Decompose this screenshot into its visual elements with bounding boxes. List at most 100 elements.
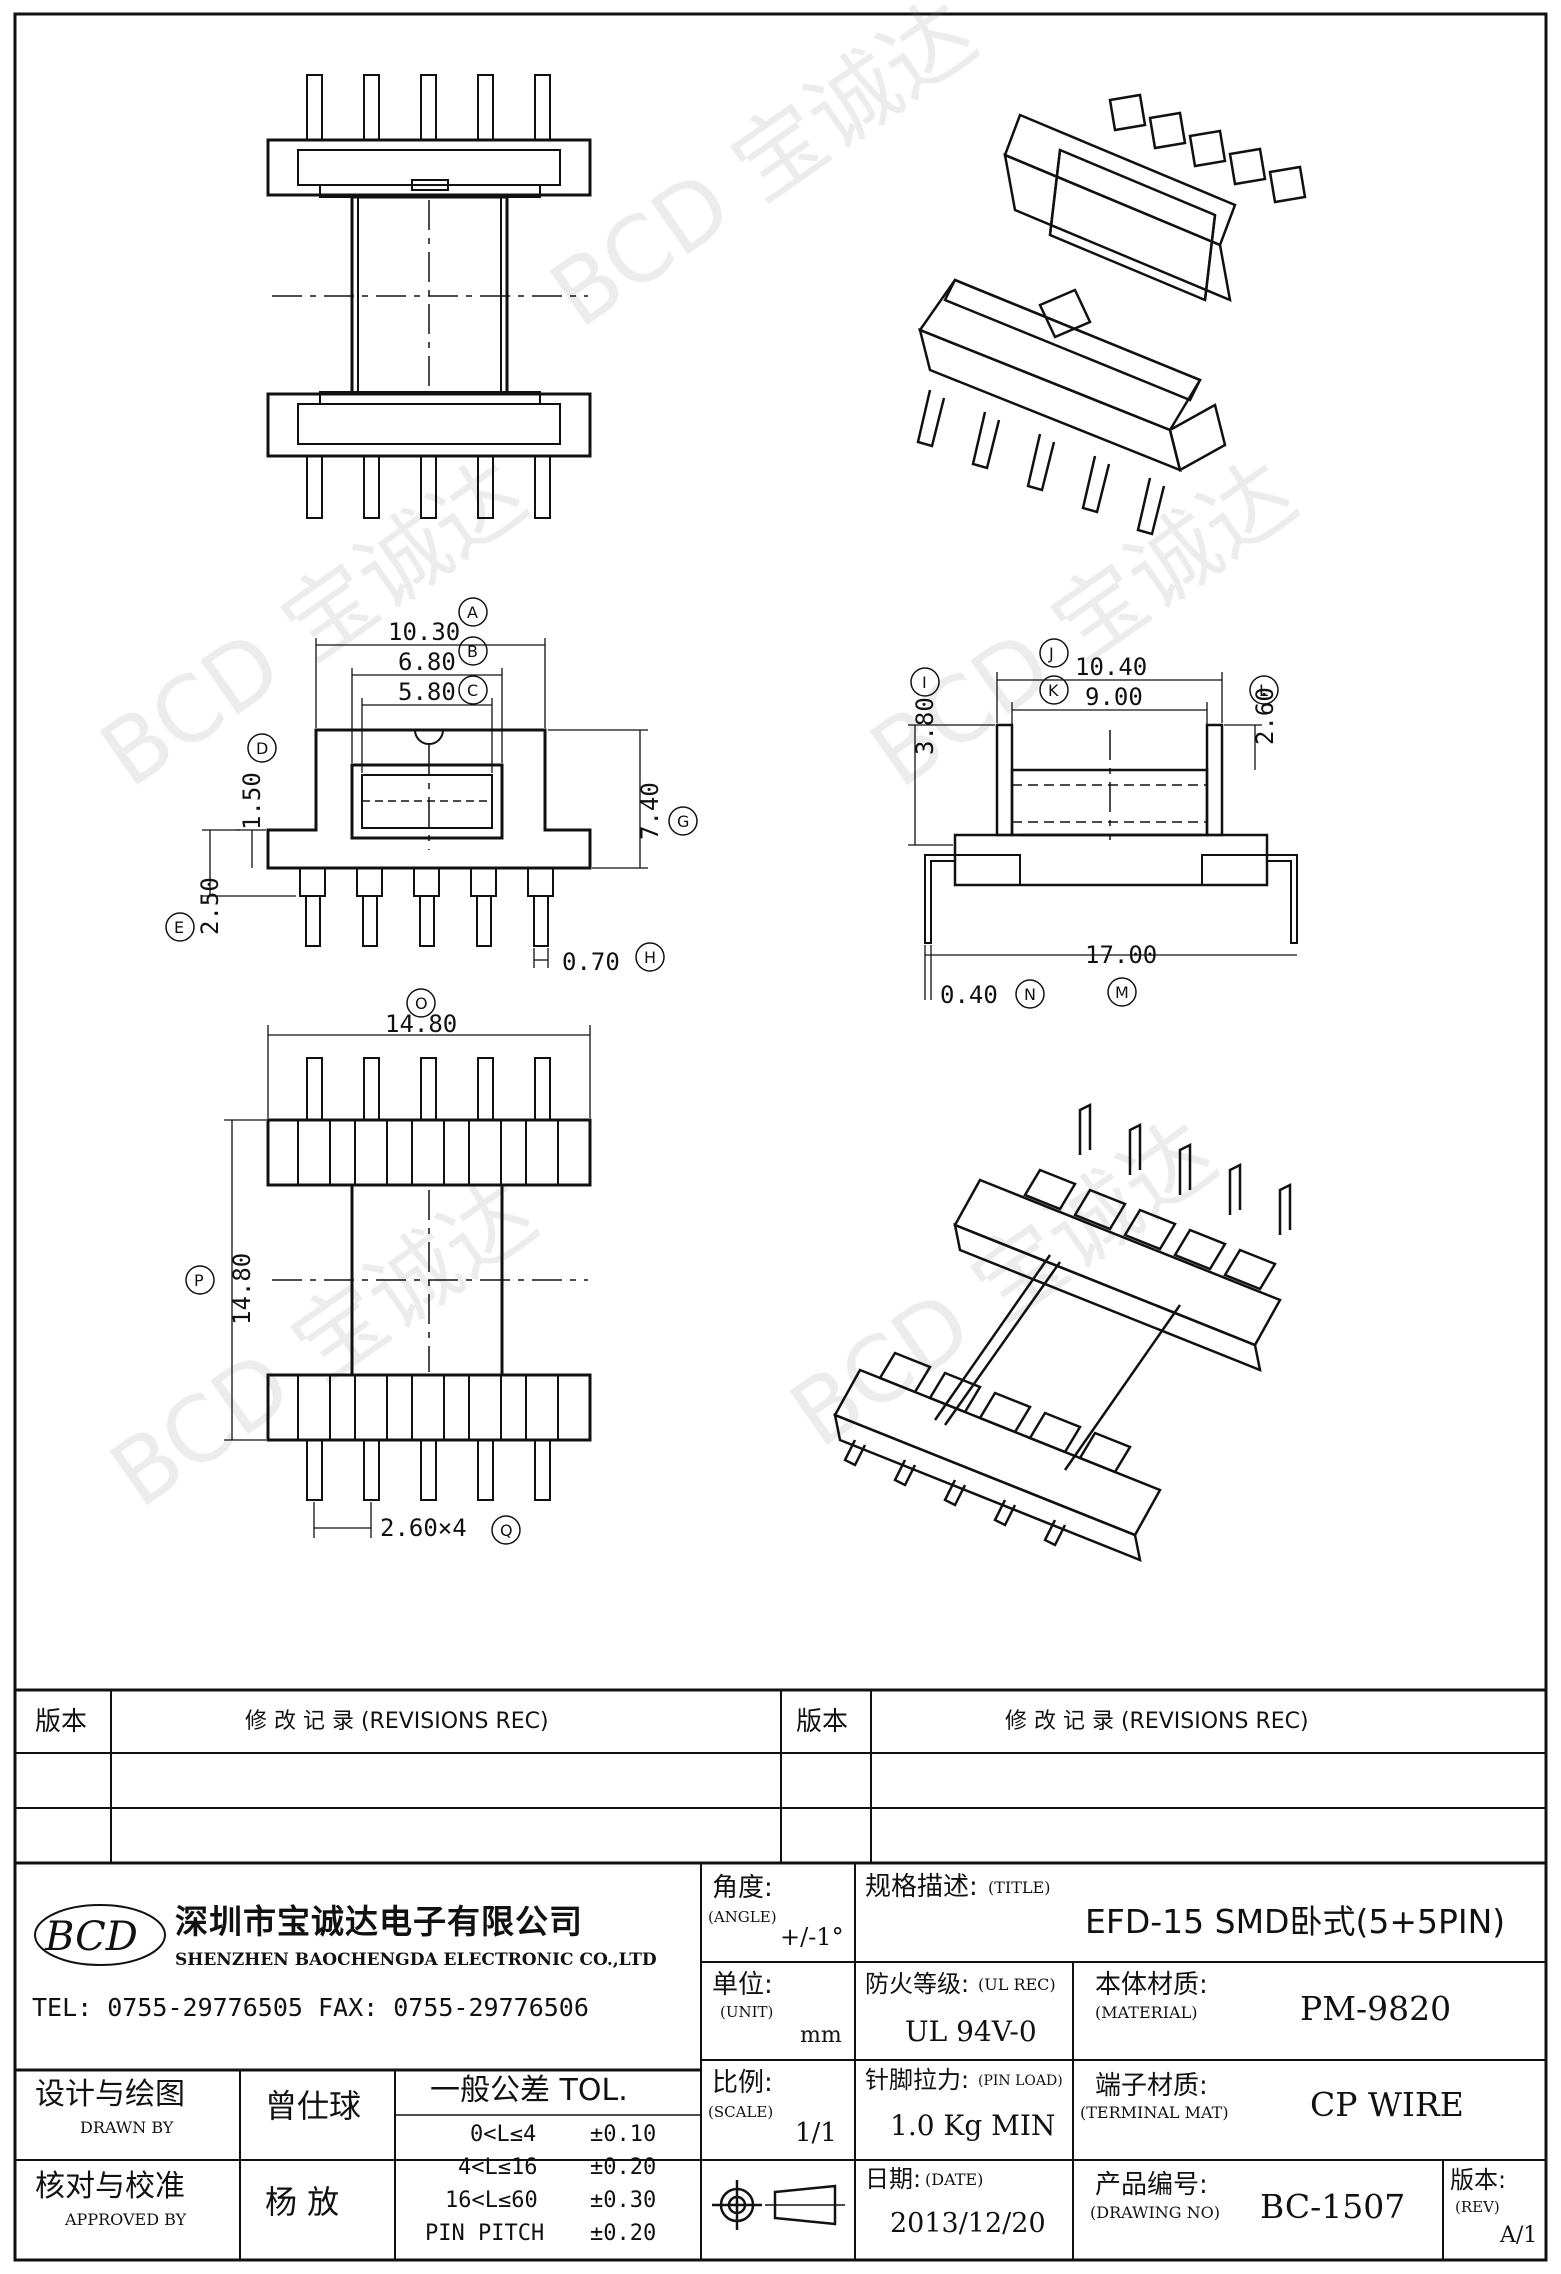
bottom-view-lower-pins <box>306 1439 551 1501</box>
watermark-text-3: BCD 宝诚达 <box>92 1160 554 1528</box>
terminal-label: 端子材质: <box>1095 2071 1208 2101</box>
callout-o: O <box>406 988 436 1018</box>
tolerance-value-1: ±0.10 <box>590 2122 657 2147</box>
top-view-upper-pins <box>306 74 551 141</box>
tolerance-value-3: ±0.30 <box>590 2188 657 2213</box>
tolerance-range-1: 0<L≤4 <box>470 2122 537 2147</box>
dim-b-value: 6.80 <box>398 648 456 676</box>
material-value: PM-9820 <box>1300 1989 1452 2028</box>
company-name-cn: 深圳市宝诚达电子有限公司 <box>175 1902 583 1941</box>
front-view-dim-lines <box>202 638 648 968</box>
iso-view-bottom <box>833 1102 1292 1563</box>
rev-label: 版本: <box>1450 2166 1507 2194</box>
ul-label-en: (UL REC) <box>978 1975 1056 1994</box>
rev-value: A/1 <box>1500 2223 1538 2248</box>
rev-left-version-header: 版本 <box>35 1707 88 1737</box>
angle-label: 角度: <box>712 1873 773 1903</box>
callout-e: E <box>165 912 195 942</box>
callout-n: N <box>1015 979 1045 1009</box>
dimension-callouts: A B C D E G H I J K L M N O P Q <box>165 597 1279 1545</box>
svg-text:D: D <box>256 739 268 758</box>
drawing-no-label-en: (DRAWING NO) <box>1090 2203 1221 2222</box>
date-label: 日期: <box>865 2165 922 2193</box>
top-view-drawing <box>266 74 592 519</box>
svg-text:L: L <box>1259 681 1268 700</box>
unit-value: mm <box>800 2023 842 2048</box>
callout-l: L <box>1249 675 1279 705</box>
drawing-no-label: 产品编号: <box>1095 2170 1208 2200</box>
top-view-upper-flange <box>266 138 592 197</box>
dim-a-value: 10.30 <box>388 618 460 646</box>
callout-b: B <box>458 636 488 666</box>
watermark-text-5: BCD 宝诚达 <box>532 0 994 348</box>
company-logo: BCD <box>34 1904 166 1966</box>
tolerance-value-2: ±0.20 <box>590 2155 657 2180</box>
drawn-by-label: 设计与绘图 <box>35 2077 185 2112</box>
callout-d: D <box>247 733 277 763</box>
terminal-value: CP WIRE <box>1310 2085 1464 2124</box>
dim-g-value: 7.40 <box>636 782 664 840</box>
rev-right-version-header: 版本 <box>796 1707 849 1737</box>
callout-c: C <box>458 675 488 705</box>
unit-label: 单位: <box>712 1970 773 2000</box>
approved-by-label: 核对与校准 <box>35 2169 185 2204</box>
callout-g: G <box>668 806 698 836</box>
dim-n-value: 0.40 <box>940 981 998 1009</box>
angle-label-en: (ANGLE) <box>708 1908 777 1926</box>
side-view-dim-lines <box>908 672 1297 1000</box>
title-value: EFD-15 SMD卧式(5+5PIN) <box>1085 1902 1506 1941</box>
dim-e-value: 2.50 <box>196 877 224 935</box>
bottom-view-upper-pins <box>306 1057 551 1121</box>
drawn-by-value: 曾仕球 <box>265 2087 362 2125</box>
side-view-drawing: 10.40 9.00 3.80 2.60 17.00 0.40 <box>908 653 1298 1009</box>
callout-i: I <box>910 667 940 697</box>
svg-text:E: E <box>174 918 184 937</box>
scale-label-en: (SCALE) <box>708 2103 774 2121</box>
svg-text:O: O <box>415 994 428 1013</box>
drawing-no-value: BC-1507 <box>1260 2187 1406 2226</box>
projection-symbol-icon <box>712 2180 845 2230</box>
bottom-view-dim-lines <box>224 1025 591 1538</box>
callout-a: A <box>458 597 488 627</box>
watermark-text-1: BCD 宝诚达 <box>82 440 544 808</box>
scale-label: 比例: <box>712 2068 773 2098</box>
bottom-view-drawing: 14.80 14.80 2.60×4 <box>224 1010 592 1542</box>
tolerance-header: 一般公差 TOL. <box>430 2073 628 2108</box>
svg-text:I: I <box>922 673 927 692</box>
dim-m-value: 17.00 <box>1085 941 1157 969</box>
drawn-by-label-en: DRAWN BY <box>80 2118 174 2137</box>
watermark: BCD 宝诚达 BCD 宝诚达 BCD 宝诚达 BCD 宝诚达 BCD 宝诚达 <box>82 0 1314 1528</box>
callout-k: K <box>1039 675 1069 705</box>
scale-value: 1/1 <box>795 2118 837 2148</box>
top-view-lower-pins <box>306 455 551 519</box>
dim-k-value: 9.00 <box>1085 683 1143 711</box>
svg-text:K: K <box>1048 681 1059 700</box>
tolerance-range-3: 16<L≤60 <box>445 2188 538 2213</box>
material-label: 本体材质: <box>1095 1970 1208 2000</box>
logo-text: BCD <box>44 1914 138 1960</box>
svg-text:C: C <box>467 681 478 700</box>
svg-text:A: A <box>467 603 478 622</box>
svg-text:J: J <box>1048 644 1054 663</box>
rev-left-record-header: 修 改 记 录 (REVISIONS REC) <box>245 1709 549 1734</box>
material-label-en: (MATERIAL) <box>1095 2003 1198 2022</box>
svg-text:P: P <box>194 1271 204 1290</box>
dim-j-value: 10.40 <box>1075 653 1147 681</box>
angle-value: +/-1° <box>780 1923 844 1951</box>
sheet-border <box>13 12 1548 2262</box>
dim-c-value: 5.80 <box>398 678 456 706</box>
date-value: 2013/12/20 <box>890 2208 1046 2239</box>
svg-text:H: H <box>644 948 656 967</box>
callout-p: P <box>185 1265 215 1295</box>
callout-j: J <box>1039 638 1069 668</box>
rev-label-en: (REV) <box>1455 2198 1500 2216</box>
terminal-label-en: (TERMINAL MAT) <box>1080 2103 1229 2122</box>
tolerance-range-2: 4<L≤16 <box>458 2155 538 2180</box>
title-block-grid <box>15 1688 1546 2260</box>
rev-right-record-header: 修 改 记 录 (REVISIONS REC) <box>1005 1709 1309 1734</box>
watermark-text-4: BCD 宝诚达 <box>772 1100 1234 1468</box>
date-label-en: (DATE) <box>925 2170 984 2189</box>
ul-value: UL 94V-0 <box>905 2015 1037 2048</box>
